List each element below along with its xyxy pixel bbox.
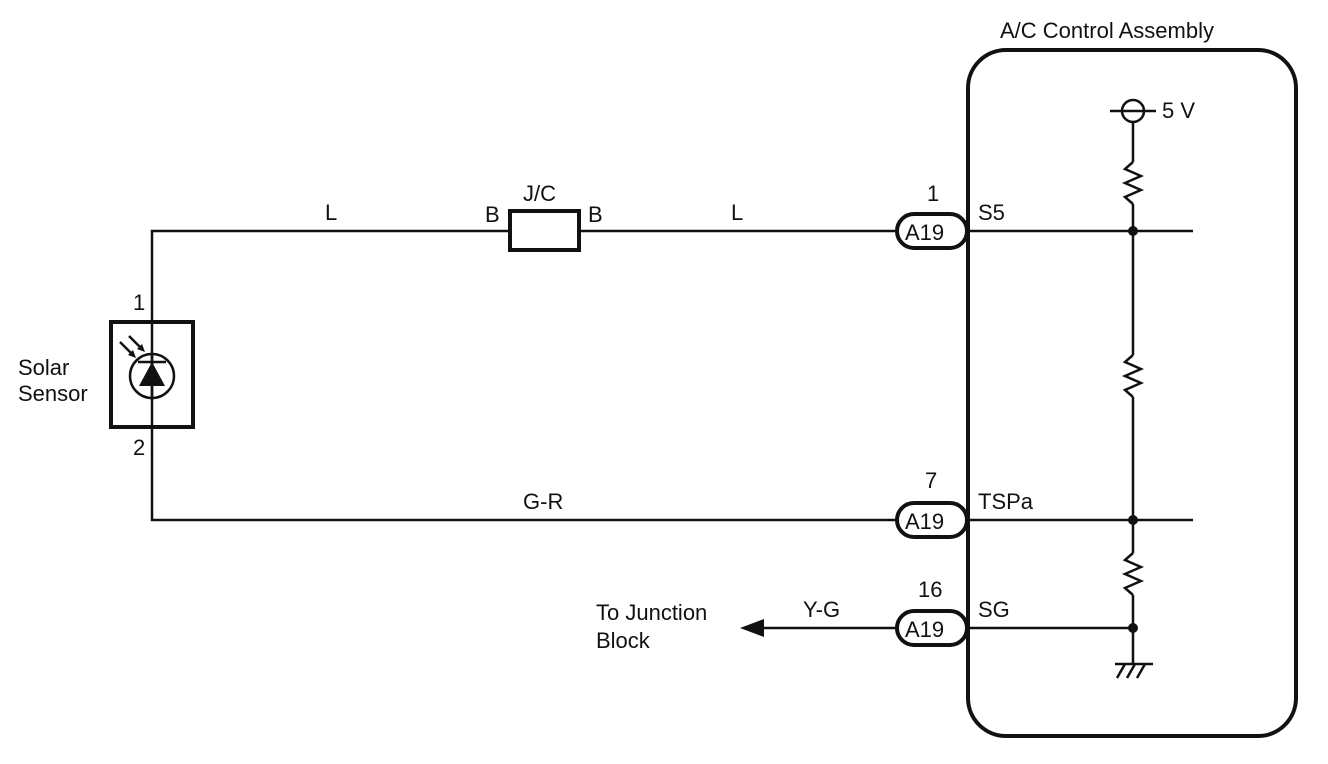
power-source-symbol — [1110, 98, 1156, 124]
resistor-1 — [1121, 161, 1145, 205]
arrow-left-icon — [740, 619, 764, 637]
resistor-2 — [1121, 354, 1145, 398]
sensor-label-line1: Solar — [18, 355, 69, 380]
junction-block-label-line1: To Junction — [596, 600, 707, 625]
sensor-pin-top: 1 — [133, 290, 145, 315]
sensor-label-line2: Sensor — [18, 381, 88, 406]
wire-top — [150, 229, 510, 322]
ac-control-assembly-title: A/C Control Assembly — [1000, 18, 1214, 43]
wire-middle — [150, 427, 897, 522]
wire-color-bottom: Y-G — [803, 597, 840, 622]
ac-control-assembly-box — [966, 48, 1298, 738]
connector-name-pin16: A19 — [905, 617, 944, 642]
wire-color-middle: G-R — [523, 489, 563, 514]
signal-label-tspa: TSPa — [978, 489, 1034, 514]
signal-label-s5: S5 — [978, 200, 1005, 225]
junction-connector-pin-right: B — [588, 202, 603, 227]
ground-icon — [1115, 662, 1153, 679]
junction-connector-box — [508, 209, 581, 252]
connector-name-pin7: A19 — [905, 509, 944, 534]
connector-pin-number-16: 16 — [918, 577, 942, 602]
connector-pin-number-1: 1 — [927, 181, 939, 206]
connector-pin-number-7: 7 — [925, 468, 937, 493]
connector-name-pin1: A19 — [905, 220, 944, 245]
wire-color-top-left: L — [325, 200, 337, 225]
resistor-3 — [1121, 552, 1145, 596]
power-voltage-label: 5 V — [1162, 98, 1195, 123]
junction-connector-pin-left: B — [485, 202, 500, 227]
photodiode-icon — [119, 335, 176, 400]
sensor-pin-bottom: 2 — [133, 435, 145, 460]
signal-label-sg: SG — [978, 597, 1010, 622]
wire-color-top-right: L — [731, 200, 743, 225]
junction-connector-label: J/C — [523, 181, 556, 206]
junction-block-label-line2: Block — [596, 628, 651, 653]
